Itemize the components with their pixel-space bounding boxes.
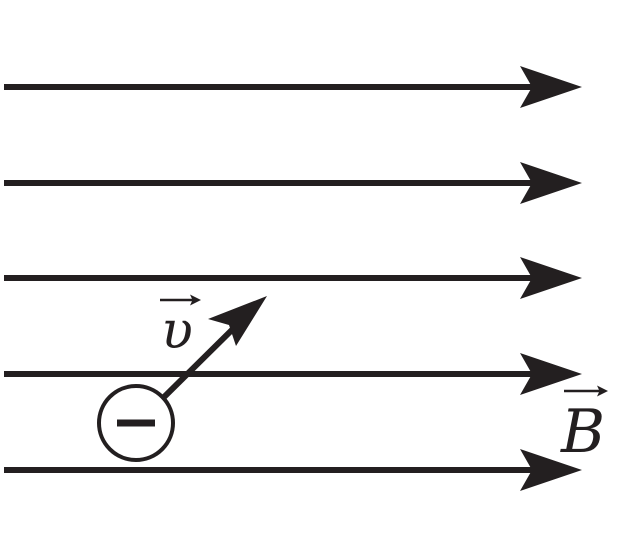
field-line-4-arrowhead-icon bbox=[520, 353, 582, 395]
field-line-5-arrowhead-icon bbox=[520, 449, 582, 491]
field-line-1-arrowhead-icon bbox=[520, 66, 582, 108]
velocity-label-text: υ bbox=[161, 301, 193, 361]
velocity-label: υ bbox=[160, 294, 201, 361]
field-line-3 bbox=[4, 257, 582, 299]
field-line-3-arrowhead-icon bbox=[520, 257, 582, 299]
velocity-label-vector-arrow-icon bbox=[190, 294, 201, 306]
field-line-2 bbox=[4, 162, 582, 204]
field-label-vector-arrow-icon bbox=[597, 385, 608, 397]
field-line-4 bbox=[4, 353, 582, 395]
negative-charge: − bbox=[97, 384, 175, 462]
field-label-text: B bbox=[560, 397, 605, 467]
field-line-2-arrowhead-icon bbox=[520, 162, 582, 204]
velocity-vector bbox=[155, 296, 267, 406]
velocity-arrowhead-icon bbox=[208, 296, 267, 346]
field-line-5 bbox=[4, 449, 582, 491]
field-line-1 bbox=[4, 66, 582, 108]
field-lines bbox=[4, 66, 582, 491]
field-label: B bbox=[560, 385, 608, 467]
